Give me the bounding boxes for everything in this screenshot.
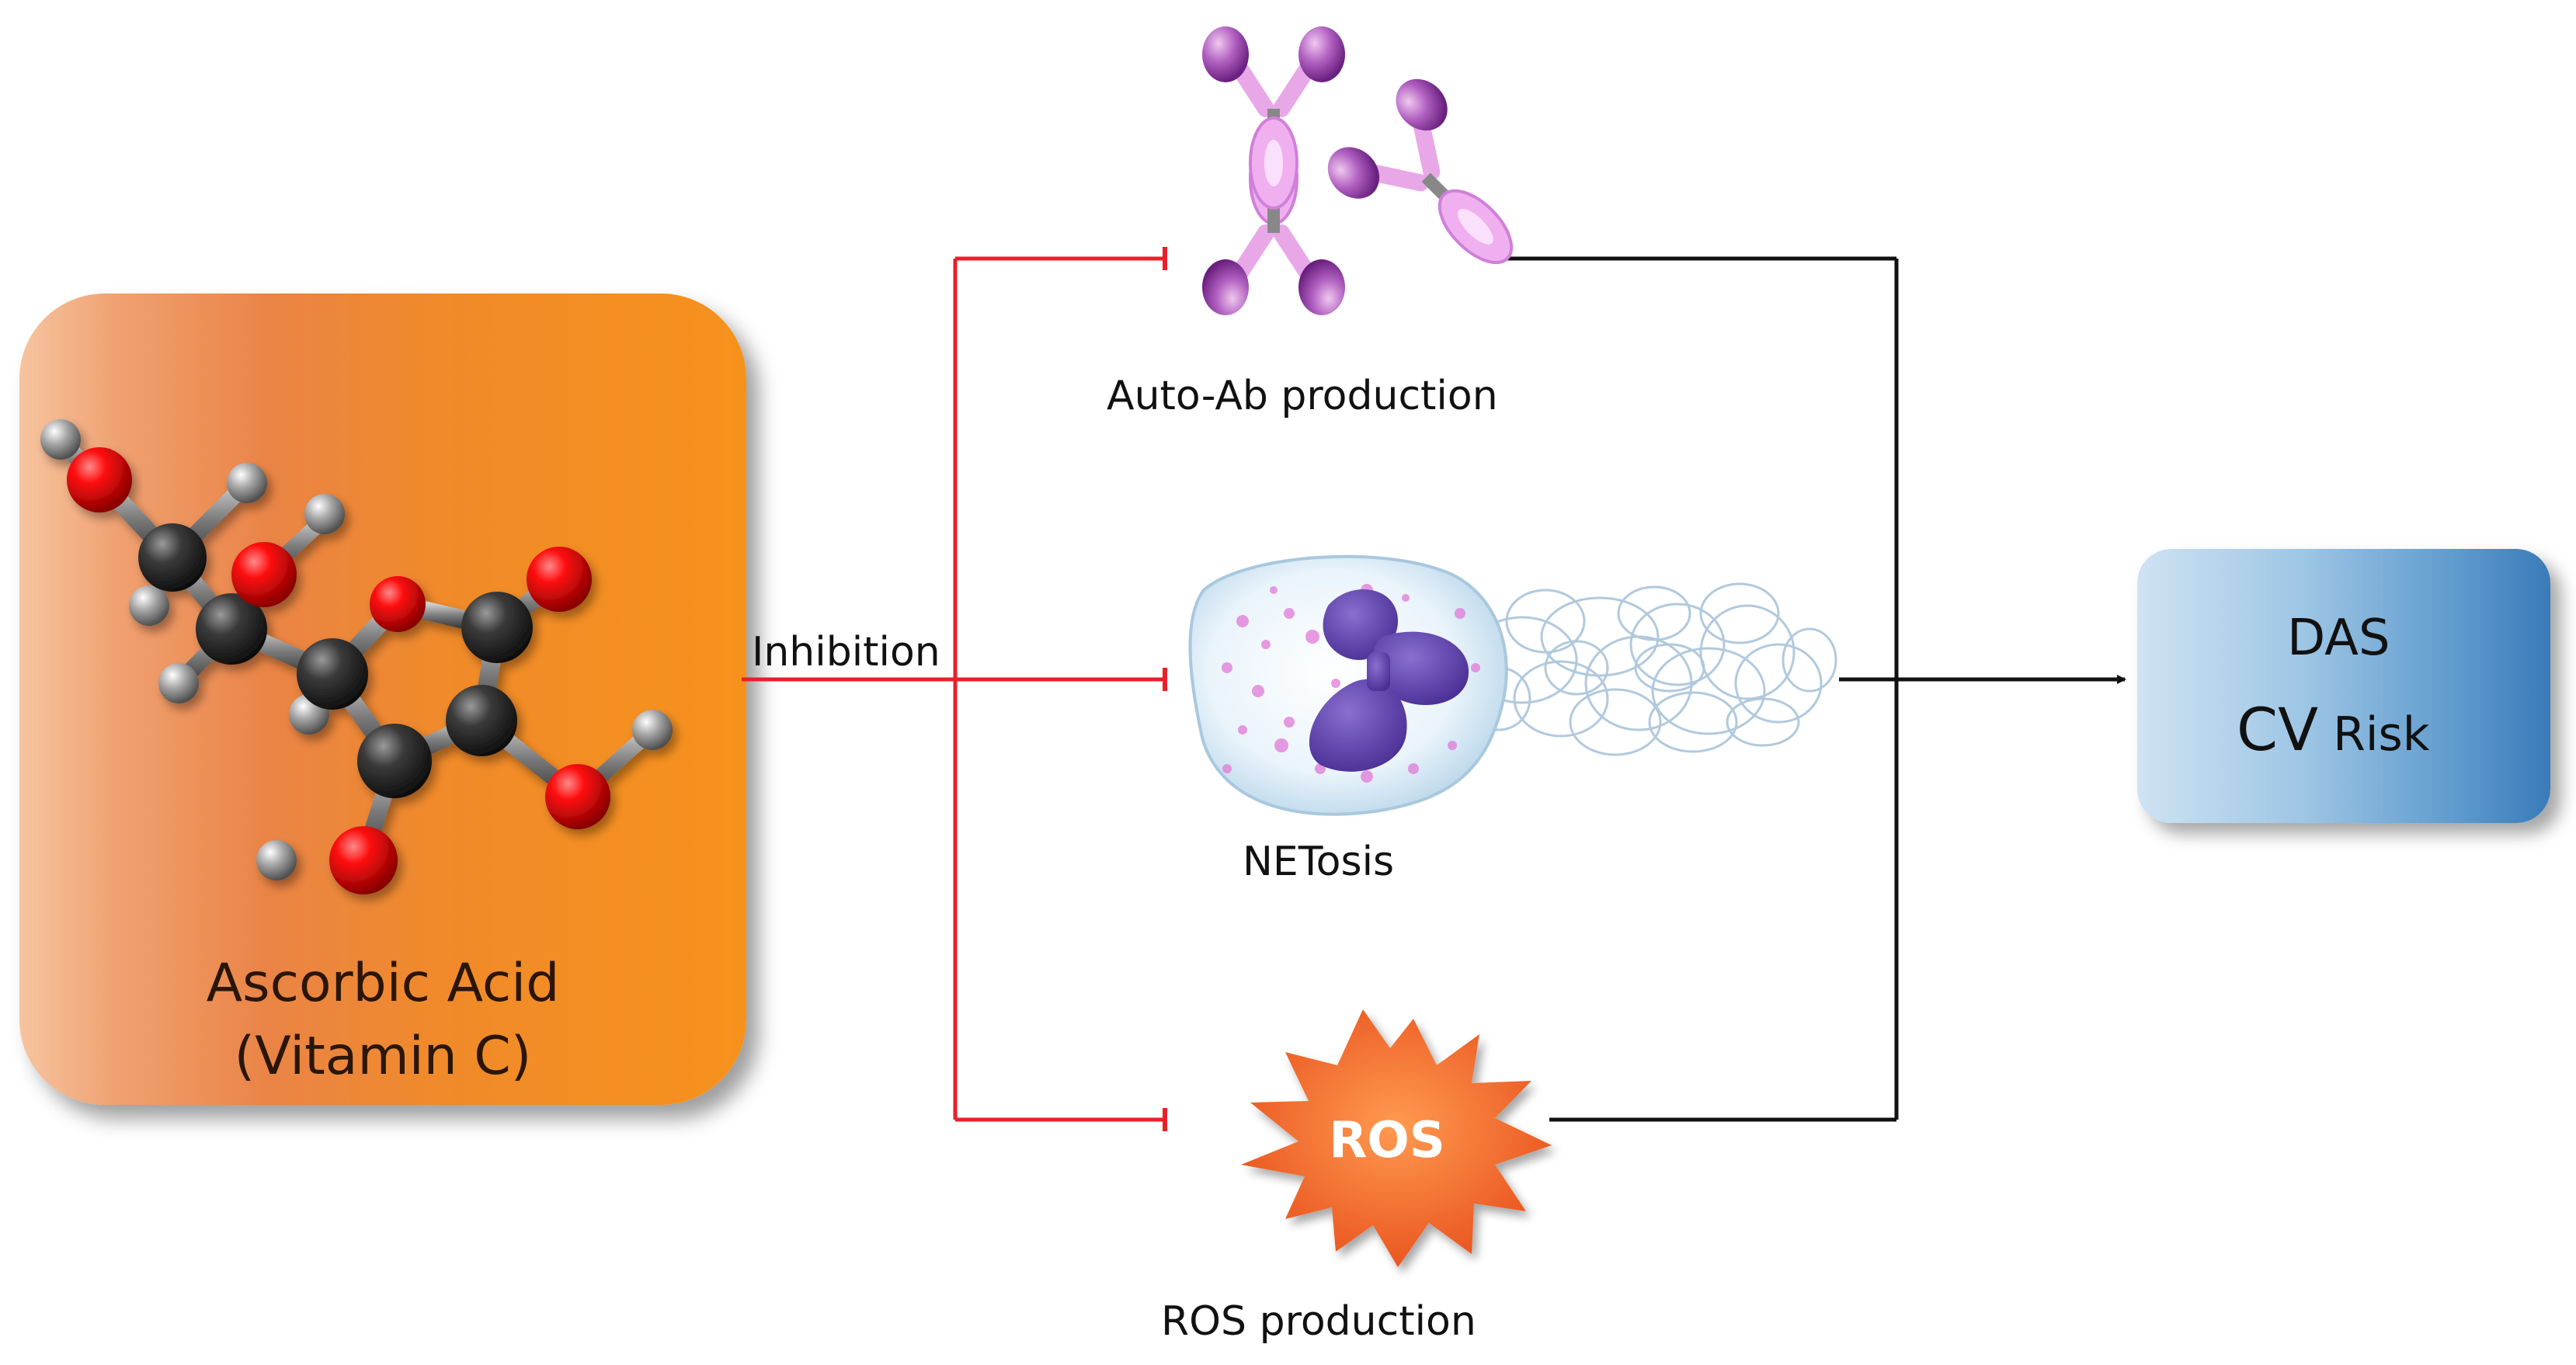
neutrophil-netosis-icon bbox=[1188, 554, 1837, 816]
antibody-icon bbox=[1202, 116, 1345, 315]
ascorbic-acid-molecule-icon bbox=[40, 419, 673, 894]
auto-ab-label: Auto-Ab production bbox=[1107, 373, 1498, 419]
vitamin-c-name: (Vitamin C) bbox=[234, 1026, 532, 1087]
nucleus bbox=[1309, 589, 1469, 772]
ros-badge: ROS bbox=[1329, 1112, 1445, 1169]
ascorbic-acid-name: Ascorbic Acid bbox=[206, 953, 560, 1014]
inhibition-connectors bbox=[742, 247, 1167, 1131]
ros-production-label: ROS production bbox=[1161, 1298, 1476, 1345]
antibody-cluster-icon bbox=[1202, 26, 1514, 315]
inhibition-label: Inhibition bbox=[752, 629, 940, 676]
ascorbic-acid-box bbox=[19, 293, 746, 1105]
outcome-box bbox=[2137, 549, 2550, 823]
netosis-label: NETosis bbox=[1243, 839, 1395, 885]
das-label: DAS bbox=[2287, 610, 2390, 667]
outcome-connectors bbox=[1493, 256, 2126, 1122]
antibody-icon bbox=[1327, 78, 1514, 265]
risk-label: Risk bbox=[2333, 707, 2430, 762]
net-fibers bbox=[1466, 582, 1837, 756]
ros-starburst-icon bbox=[1241, 1009, 1552, 1267]
cv-risk-label: CV Risk bbox=[2237, 695, 2430, 764]
ascorbic-acid-label: Ascorbic Acid (Vitamin C) bbox=[19, 947, 746, 1093]
cv-label: CV bbox=[2237, 695, 2319, 764]
